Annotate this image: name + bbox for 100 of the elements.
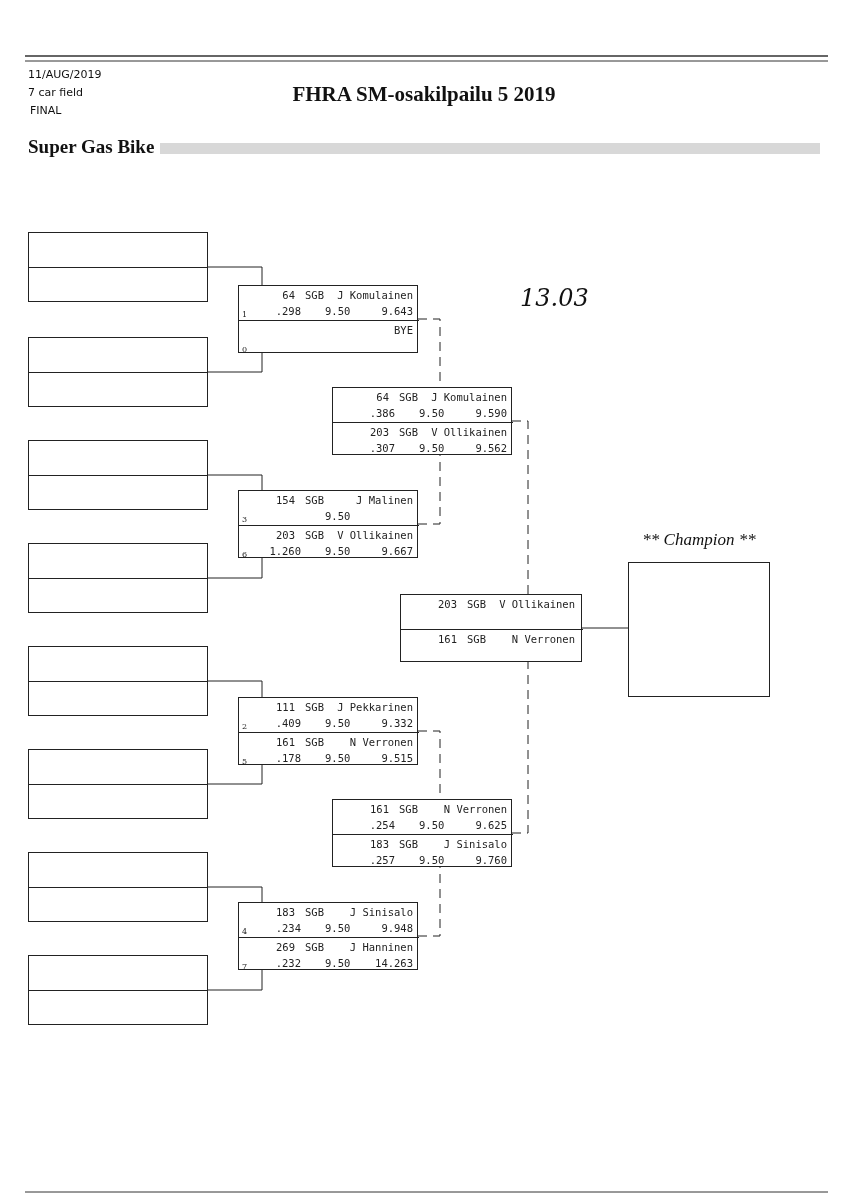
lane-number: 7	[242, 961, 249, 973]
class-code: SGB	[399, 390, 419, 404]
dial-in: 9.50	[419, 818, 446, 832]
class-heading: Super Gas Bike	[28, 136, 155, 158]
elapsed-time: 9.562	[474, 441, 507, 455]
connector-line	[207, 886, 263, 903]
lane-slot	[239, 320, 419, 354]
car-number: 161	[437, 632, 457, 646]
car-number: 203	[369, 425, 389, 439]
car-number: 64	[375, 390, 389, 404]
class-code: SGB	[305, 528, 325, 542]
reaction-time: .409	[274, 716, 301, 730]
driver-name: N Verronen	[442, 802, 507, 816]
entry-box	[28, 955, 208, 1025]
reaction-time: .307	[368, 441, 395, 455]
car-number: 269	[275, 940, 295, 954]
class-code: SGB	[305, 940, 325, 954]
reaction-time: .386	[368, 406, 395, 420]
car-number: 183	[275, 905, 295, 919]
handwritten-note: 13.03	[520, 284, 589, 312]
driver-name: J Sinisalo	[348, 905, 413, 919]
class-code: SGB	[305, 735, 325, 749]
match-box	[238, 490, 418, 558]
match-box	[332, 799, 512, 867]
car-number: 154	[275, 493, 295, 507]
reaction-time: .232	[274, 956, 301, 970]
lane-number: 4	[242, 926, 249, 938]
entry-box	[28, 852, 208, 922]
lane-number: 5	[242, 756, 249, 768]
class-code: SGB	[467, 597, 487, 611]
dial-in: 9.50	[419, 406, 446, 420]
elapsed-time: 9.760	[474, 853, 507, 867]
match-box	[332, 387, 512, 455]
dial-in: 9.50	[419, 853, 446, 867]
lane-slot	[239, 937, 419, 971]
dial-in: 9.50	[325, 716, 352, 730]
field-size-label: 7 car field	[28, 86, 84, 99]
elapsed-time: 9.590	[474, 406, 507, 420]
elapsed-time: 9.948	[380, 921, 413, 935]
lane-number: 0	[242, 344, 249, 356]
match-box	[400, 594, 582, 662]
driver-name: J Komulainen	[336, 288, 413, 302]
car-number: 203	[275, 528, 295, 542]
class-code: SGB	[305, 493, 325, 507]
connector-line	[207, 474, 263, 491]
reaction-time: .298	[274, 304, 301, 318]
car-number: 161	[369, 802, 389, 816]
driver-name: V Ollikainen	[498, 597, 575, 611]
elapsed-time: 9.332	[380, 716, 413, 730]
date-label: 11/AUG/2019	[28, 68, 102, 81]
car-number: 64	[281, 288, 295, 302]
dial-in: 9.50	[325, 509, 352, 523]
title: FHRA SM-osakilpailu 5 2019	[292, 82, 556, 107]
class-code: SGB	[399, 837, 419, 851]
lane-number: 2	[242, 721, 249, 733]
driver-name: J Hanninen	[348, 940, 413, 954]
round-label: FINAL	[30, 104, 62, 117]
class-code: SGB	[305, 700, 325, 714]
connector-line	[207, 266, 263, 286]
dial-in: 9.50	[325, 956, 352, 970]
bracket-line	[511, 661, 529, 834]
entry-box	[28, 232, 208, 302]
dial-in: 9.50	[325, 304, 352, 318]
class-code: SGB	[399, 425, 419, 439]
reaction-time: .178	[274, 751, 301, 765]
elapsed-time: 9.625	[474, 818, 507, 832]
driver-name: J Malinen	[355, 493, 413, 507]
car-number: 183	[369, 837, 389, 851]
lane-slot	[239, 732, 419, 766]
driver-name: V Ollikainen	[430, 425, 507, 439]
connector-line	[207, 680, 263, 698]
reaction-time: .257	[368, 853, 395, 867]
reaction-time: 1.260	[268, 544, 301, 558]
entry-box	[28, 440, 208, 510]
driver-name: N Verronen	[510, 632, 575, 646]
lane-number: 1	[242, 309, 249, 321]
match-box	[238, 902, 418, 970]
class-code: SGB	[305, 288, 325, 302]
car-number: 111	[275, 700, 295, 714]
driver-name: V Ollikainen	[336, 528, 413, 542]
bracket-line	[511, 420, 529, 595]
class-code: SGB	[305, 905, 325, 919]
lane-number: 6	[242, 549, 249, 561]
dial-in: 9.50	[325, 751, 352, 765]
dial-in: 9.50	[419, 441, 446, 455]
reaction-time: .254	[368, 818, 395, 832]
class-code: SGB	[467, 632, 487, 646]
match-box	[238, 285, 418, 353]
car-number: 161	[275, 735, 295, 749]
connector-line	[207, 969, 263, 991]
connector-line	[581, 627, 629, 629]
elapsed-time: 14.263	[374, 956, 413, 970]
class-code: SGB	[399, 802, 419, 816]
connector-line	[207, 764, 263, 785]
driver-name: BYE	[393, 323, 413, 337]
entry-box	[28, 337, 208, 407]
elapsed-time: 9.515	[380, 751, 413, 765]
driver-name: J Pekkarinen	[336, 700, 413, 714]
connector-line	[207, 352, 263, 373]
lane-number: 3	[242, 514, 249, 526]
